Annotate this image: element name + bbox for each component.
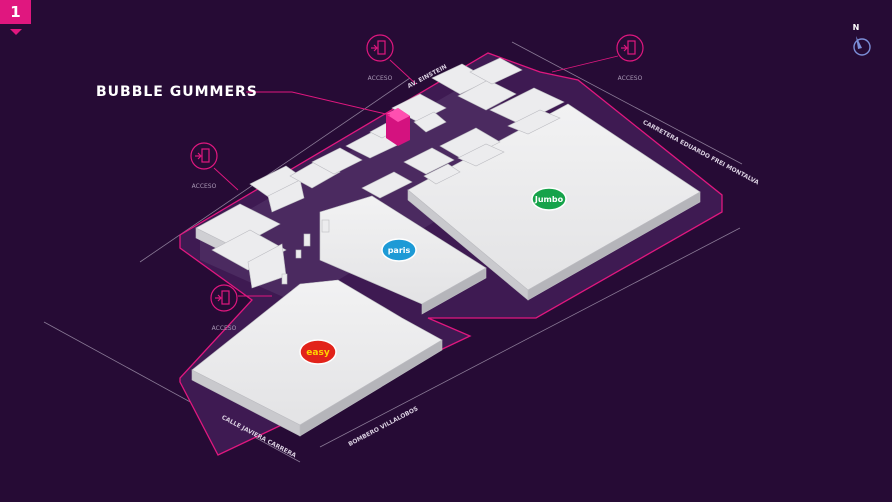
entrance-southwest[interactable]: ACCESO xyxy=(210,284,272,332)
highlighted-store-label: BUBBLE GUMMERS xyxy=(96,84,258,100)
anchor-easy[interactable]: easy xyxy=(299,339,337,365)
entrance-north[interactable]: ACCESO xyxy=(366,34,417,85)
compass-north-label: N xyxy=(853,23,860,32)
anchor-jumbo-label: Jumbo xyxy=(534,195,564,204)
entrance-label: ACCESO xyxy=(368,75,393,82)
street-label-south: BOMBERO VILLALOBOS xyxy=(347,405,419,448)
entrance-label: ACCESO xyxy=(212,325,237,332)
entrance-label: ACCESO xyxy=(618,75,643,82)
floor-number: 1 xyxy=(10,3,21,21)
anchor-paris-label: paris xyxy=(388,246,411,255)
floor-dropdown-caret-icon[interactable] xyxy=(10,29,22,35)
anchor-jumbo[interactable]: Jumbo xyxy=(531,187,567,211)
shop-blocks xyxy=(195,57,565,289)
floor-selector[interactable]: 1 xyxy=(0,0,31,24)
anchor-easy-label: easy xyxy=(306,348,330,358)
door-icon xyxy=(195,148,210,163)
door-icon xyxy=(215,290,230,305)
entrance-label: ACCESO xyxy=(192,183,217,190)
door-icon xyxy=(371,40,386,55)
callout-leader-line xyxy=(246,91,391,116)
anchor-paris[interactable]: paris xyxy=(381,238,417,262)
compass-needle-icon xyxy=(856,36,862,49)
door-icon xyxy=(621,40,636,55)
entrance-northeast[interactable]: ACCESO xyxy=(551,34,644,82)
compass: N xyxy=(853,23,871,56)
entrance-west[interactable]: ACCESO xyxy=(190,142,239,191)
highlighted-store[interactable] xyxy=(386,108,410,146)
